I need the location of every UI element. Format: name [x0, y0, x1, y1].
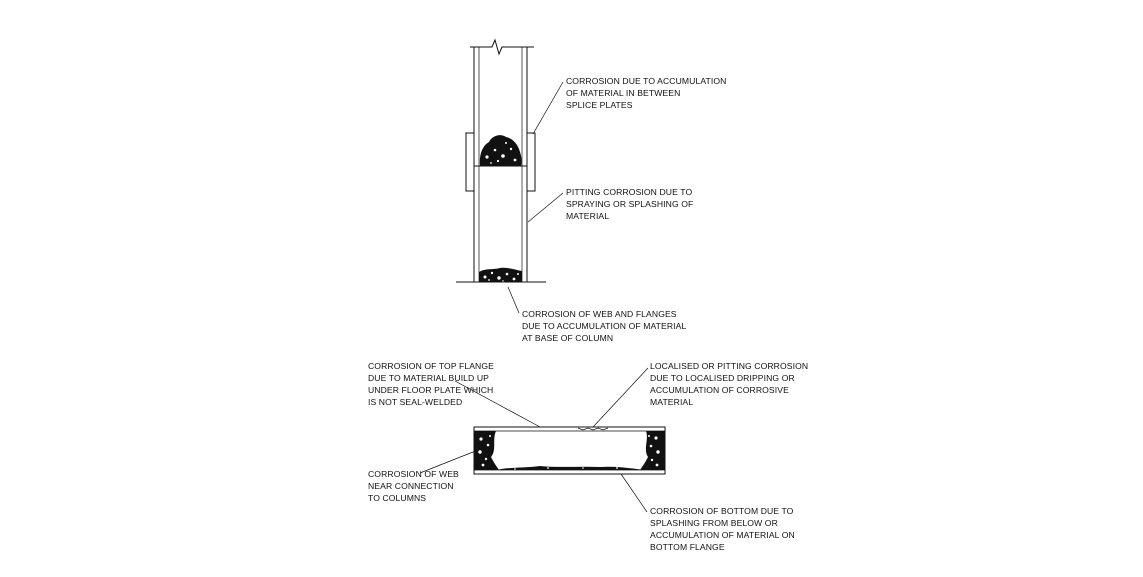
- column-elevation: [456, 38, 546, 283]
- note-bottom: CORROSION OF BOTTOM DUE TO SPLASHING FRO…: [650, 506, 797, 552]
- beam-section: [473, 426, 666, 475]
- break-line: [470, 38, 534, 56]
- note-top-flange: CORROSION OF TOP FLANGE DUE TO MATERIAL …: [368, 361, 496, 407]
- note-splice: CORROSION DUE TO ACCUMULATION OF MATERIA…: [566, 76, 729, 110]
- leader-top-flange: [454, 380, 541, 428]
- beam-right-debris: [640, 431, 665, 470]
- leader-web: [419, 449, 479, 474]
- note-pitting: PITTING CORROSION DUE TO SPRAYING OR SPL…: [566, 187, 696, 221]
- top-pitting-mark: [577, 427, 609, 431]
- note-localised: LOCALISED OR PITTING CORROSION DUE TO LO…: [650, 361, 811, 407]
- leader-pitting: [527, 192, 564, 223]
- leader-bottom: [620, 473, 648, 513]
- base-debris: [479, 267, 522, 282]
- note-web: CORROSION OF WEB NEAR CONNECTION TO COLU…: [368, 469, 461, 503]
- splice-plate-right: [526, 132, 536, 192]
- leader-base: [507, 286, 520, 314]
- leader-splice: [532, 81, 564, 135]
- leader-localised: [592, 367, 649, 428]
- note-base: CORROSION OF WEB AND FLANGES DUE TO ACCU…: [522, 309, 689, 343]
- beam-bottom-debris: [496, 466, 644, 470]
- splice-plate-left: [465, 132, 475, 192]
- beam-left-debris: [474, 431, 499, 470]
- splice-debris: [479, 135, 522, 166]
